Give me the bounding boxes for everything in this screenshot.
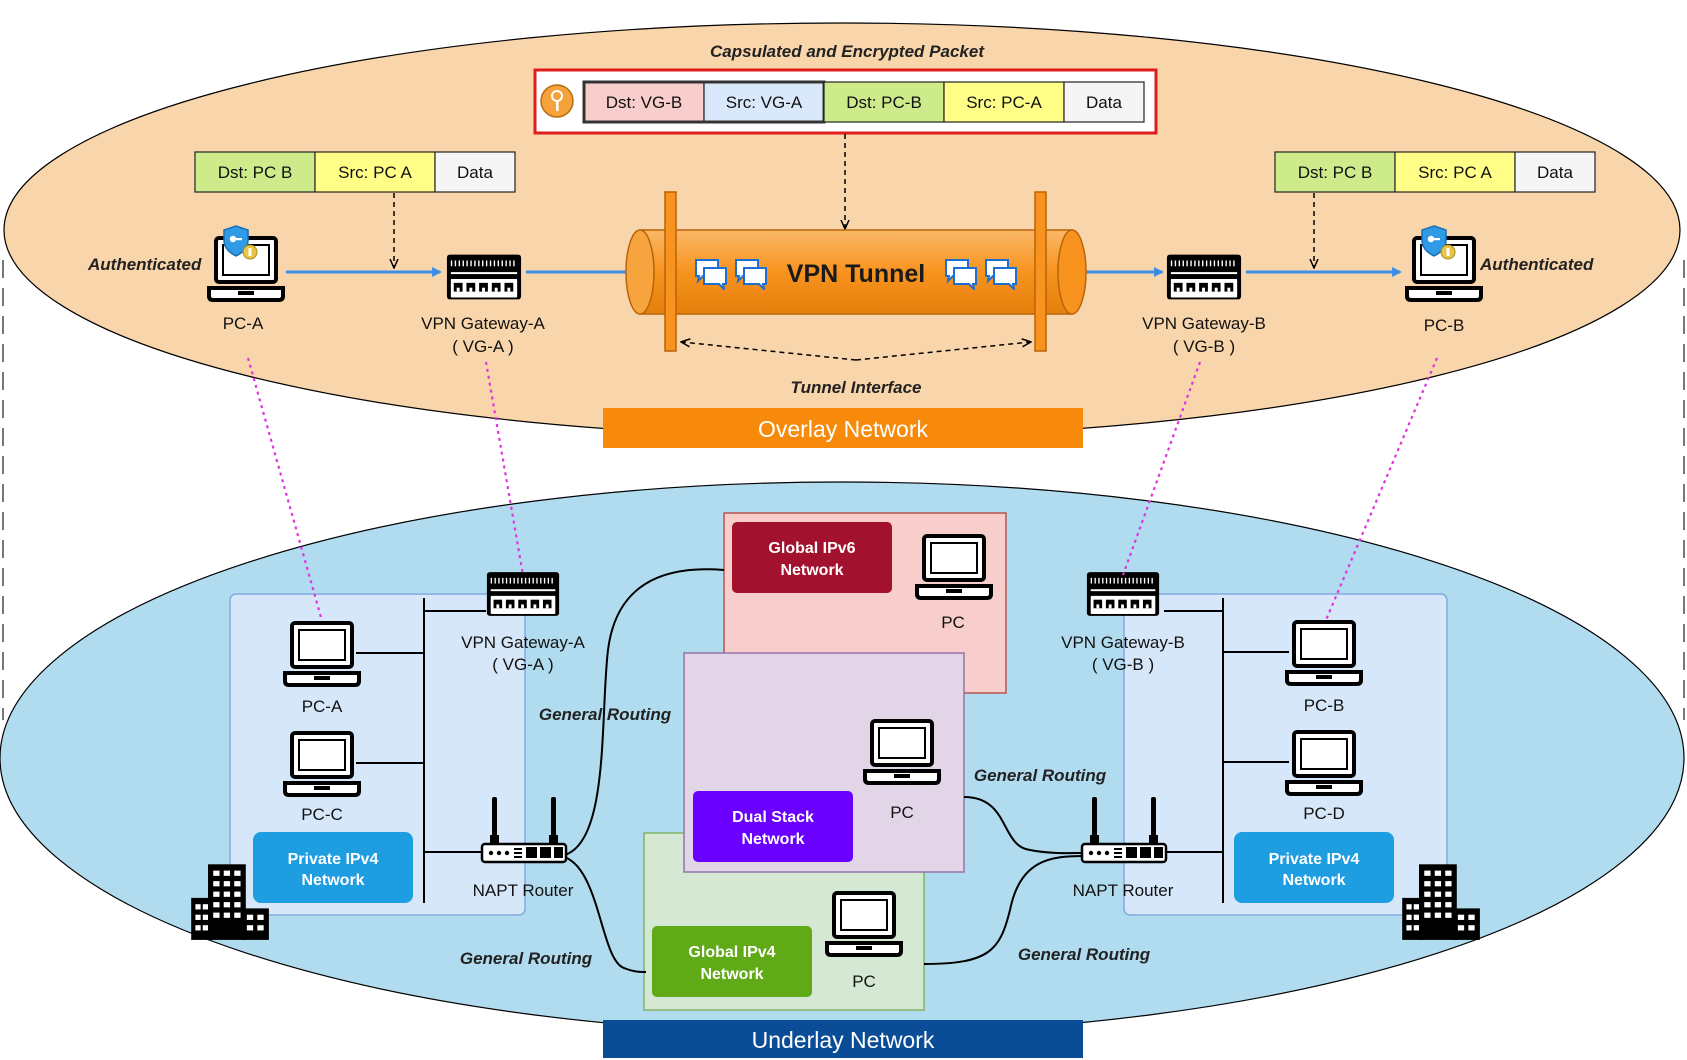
packet-caption: Capsulated and Encrypted Packet (710, 42, 985, 61)
dual-stack-pc-laptop-icon (863, 719, 941, 785)
packet-text-src-pc-a: Src: PC-A (966, 93, 1042, 112)
underlay-pc-c-laptop-icon (283, 731, 361, 797)
packet-cell-dst-pc-b (823, 81, 945, 123)
overlay-network-banner-label: Overlay Network (758, 416, 928, 442)
ipv4-network-badge (652, 926, 812, 997)
general-routing-label-2: General Routing (974, 766, 1107, 785)
dual-stack-network-badge (693, 791, 853, 862)
packet-cell-data (1063, 81, 1145, 123)
right-private-ipv4-label-2: Network (1282, 872, 1345, 889)
underlay-vg-a-switch-icon (486, 572, 560, 616)
ipv6-network-label-1: Global IPv6 (768, 540, 855, 557)
underlay-vg-b-label-2: ( VG-B ) (1092, 655, 1154, 674)
ipv6-pc-laptop-icon (915, 534, 993, 600)
ipv4-network-label-2: Network (700, 966, 763, 983)
route-ipv4-to-right (923, 855, 1085, 965)
mapping-line-pc-b (1324, 357, 1439, 621)
tunnel-right-end (1057, 229, 1087, 315)
packet-text-dst-pc-b: Dst: PC-B (846, 93, 922, 112)
underlay-pc-a-laptop-icon (283, 621, 361, 687)
underlay-vg-b-switch-icon (1086, 572, 1160, 616)
underlay-pc-d-label: PC-D (1303, 804, 1345, 823)
tunnel-interface-arrow-right (855, 342, 1030, 361)
right-packet-text-src: Src: PC A (1418, 163, 1492, 182)
underlay-pc-b-label: PC-B (1304, 696, 1345, 715)
right-packet-cell-data (1514, 151, 1596, 193)
ipv6-network-badge (732, 522, 892, 593)
overlay-vg-a-label-1: VPN Gateway-A (421, 314, 545, 333)
underlay-pc-d-laptop-icon (1285, 730, 1363, 796)
mapping-line-vg-a (484, 361, 525, 576)
right-private-ipv4-badge (1234, 832, 1394, 903)
right-napt-router-label: NAPT Router (1073, 881, 1174, 900)
general-routing-label-1: General Routing (539, 705, 672, 724)
tunnel-interface-left (664, 191, 677, 352)
ipv4-network-label-1: Global IPv4 (688, 944, 775, 961)
left-packet-cell-dst (194, 151, 316, 193)
general-routing-label-4: General Routing (1018, 945, 1151, 964)
underlay-vg-a-label-1: VPN Gateway-A (461, 633, 585, 652)
tunnel-interface-label: Tunnel Interface (791, 378, 922, 397)
underlay-pc-a-label: PC-A (302, 697, 343, 716)
tunnel-interface-right (1034, 191, 1047, 352)
vpn-tunnel: VPN Tunnel (625, 191, 1087, 352)
mapping-line-vg-b (1121, 361, 1202, 576)
packet-cell-src-pc-a (943, 81, 1065, 123)
underlay-pc-b-laptop-icon (1285, 620, 1363, 686)
packet-text-data: Data (1086, 93, 1122, 112)
ipv6-network-label-2: Network (780, 562, 843, 579)
right-packet-cell-src (1394, 151, 1516, 193)
ipv4-pc-label: PC (852, 972, 876, 991)
right-packet-cell-dst (1274, 151, 1396, 193)
left-packet-text-data: Data (457, 163, 493, 182)
key-icon-shaft (556, 100, 559, 111)
packet-text-dst-vg-b: Dst: VG-B (606, 93, 683, 112)
left-private-ipv4-label-2: Network (301, 872, 364, 889)
underlay-network-banner (603, 1020, 1083, 1058)
right-packet-text-dst: Dst: PC B (1298, 163, 1373, 182)
left-private-ipv4-label-1: Private IPv4 (288, 851, 379, 868)
right-packet-text-data: Data (1537, 163, 1573, 182)
general-routing-label-3: General Routing (460, 949, 593, 968)
underlay-pc-c-label: PC-C (301, 805, 343, 824)
right-private-ipv4-label-1: Private IPv4 (1269, 851, 1360, 868)
overlay-pc-a-label: PC-A (223, 314, 264, 333)
overlay-vg-b-switch-icon (1166, 254, 1242, 300)
overlay-vg-b-label-2: ( VG-B ) (1173, 337, 1235, 356)
packet-text-src-vg-a: Src: VG-A (726, 93, 803, 112)
tunnel-label: VPN Tunnel (787, 260, 925, 288)
ipv6-pc-label: PC (941, 613, 965, 632)
tunnel-interface-arrow-left (682, 342, 857, 361)
authenticated-right-label: Authenticated (1479, 255, 1594, 274)
underlay-vg-a-label-2: ( VG-A ) (492, 655, 553, 674)
left-packet-text-dst: Dst: PC B (218, 163, 293, 182)
overlay-network-banner (603, 408, 1083, 448)
route-left-to-ipv6 (559, 568, 725, 857)
left-private-ipv4-badge (253, 832, 413, 903)
left-napt-router-label: NAPT Router (473, 881, 574, 900)
left-packet-cell-src (314, 151, 436, 193)
route-left-to-ipv4 (559, 855, 647, 973)
dual-stack-pc-label: PC (890, 803, 914, 822)
overlay-vg-a-switch-icon (446, 254, 522, 300)
overlay-vg-a-label-2: ( VG-A ) (452, 337, 513, 356)
ipv4-pc-laptop-icon (825, 891, 903, 957)
overlay-pc-b-label: PC-B (1424, 316, 1465, 335)
route-dual-to-right (963, 796, 1085, 855)
authenticated-left-label: Authenticated (87, 255, 202, 274)
dual-stack-network-label-1: Dual Stack (732, 809, 814, 826)
underlay-vg-b-label-1: VPN Gateway-B (1061, 633, 1185, 652)
left-packet-text-src: Src: PC A (338, 163, 412, 182)
left-packet-cell-data (434, 151, 516, 193)
overlay-vg-b-label-1: VPN Gateway-B (1142, 314, 1266, 333)
dual-stack-network-label-2: Network (741, 831, 804, 848)
tunnel-left-end (625, 229, 655, 315)
underlay-network-banner-label: Underlay Network (752, 1027, 935, 1053)
